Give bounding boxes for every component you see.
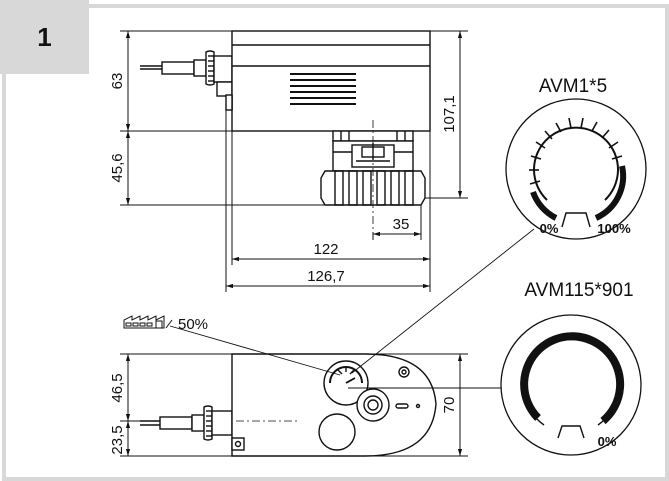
shaft-top	[356, 388, 390, 422]
cable-top	[140, 405, 233, 441]
scale-b-min: 0%	[598, 434, 617, 449]
scale-a-min: 0%	[540, 221, 559, 236]
dim-total-height: 107,1	[441, 95, 458, 133]
dim-shaft-offset: 35	[393, 216, 410, 233]
model-b-label: AVM115*901	[524, 280, 633, 301]
detail-scale-a	[505, 98, 647, 240]
leader-factory	[169, 325, 341, 376]
frame-border	[2, 4, 669, 481]
figure-number-badge: 1	[0, 0, 89, 74]
dim-top-depth: 46,5	[109, 373, 126, 402]
side-dimensions	[120, 30, 468, 292]
top-view	[140, 353, 437, 457]
side-view	[140, 30, 431, 232]
dim-height-lower: 45,6	[109, 153, 126, 182]
boss-top	[318, 413, 356, 451]
housing-top	[231, 353, 437, 457]
dim-width-body: 122	[313, 241, 338, 258]
factory-icon	[123, 315, 173, 329]
dim-top-width: 70	[441, 397, 458, 414]
detail-scale-b	[500, 314, 642, 456]
top-dimensions	[120, 353, 468, 457]
factory-setting-label: 50%	[178, 316, 208, 333]
dim-width-total: 126,7	[307, 268, 345, 285]
figure-number: 1	[37, 21, 52, 52]
dim-top-offset: 23,5	[109, 425, 126, 454]
leader-avm1	[351, 228, 535, 374]
cable-side	[140, 50, 233, 97]
model-a-label: AVM1*5	[539, 76, 607, 97]
dim-height-upper: 63	[109, 73, 126, 90]
scale-a-max: 100%	[597, 221, 631, 236]
vent-slots	[290, 73, 356, 105]
